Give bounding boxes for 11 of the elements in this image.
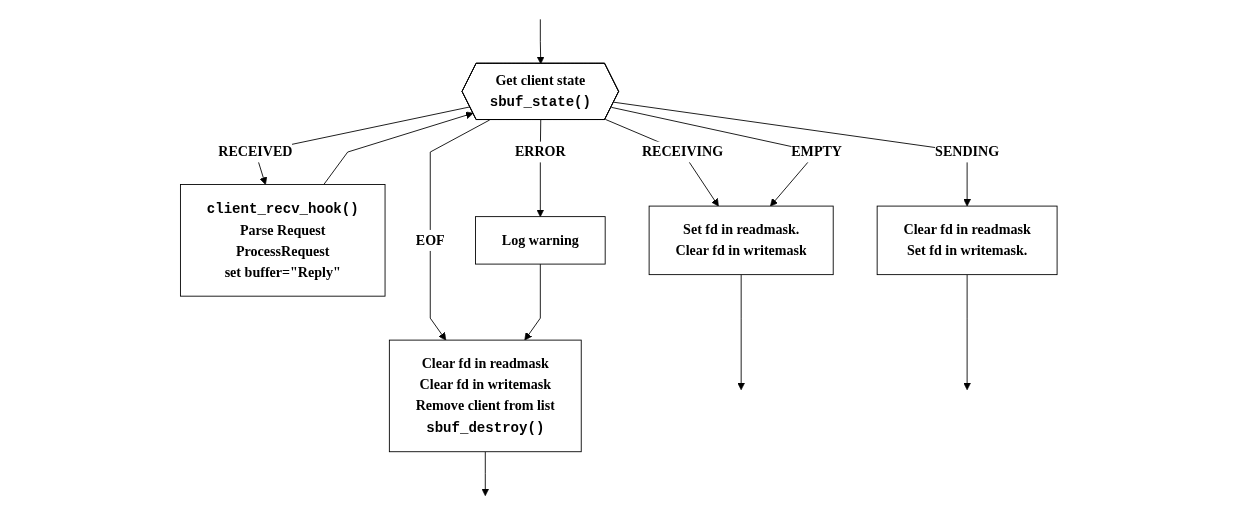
node-box: Clear fd in readmask Clear fd in writemask Remove client from list sbuf_destroy() [389, 339, 582, 453]
edge-label: RECEIVED [218, 144, 293, 160]
edge-label: ERROR [515, 144, 566, 160]
node-box: Set fd in readmask. Clear fd in writemask [648, 205, 834, 276]
edge-label: RECEIVING [642, 144, 724, 160]
node-box: Clear fd in readmask Set fd in writemask. [876, 205, 1058, 276]
node-box: client_recv_hook() Parse Request ProcessRequest set buffer="Reply" [180, 184, 386, 297]
edge-label: EMPTY [791, 144, 843, 160]
edge-label: EOF [416, 232, 445, 248]
edge-label: SENDING [935, 144, 1000, 160]
node-box: Log warning [475, 216, 606, 265]
